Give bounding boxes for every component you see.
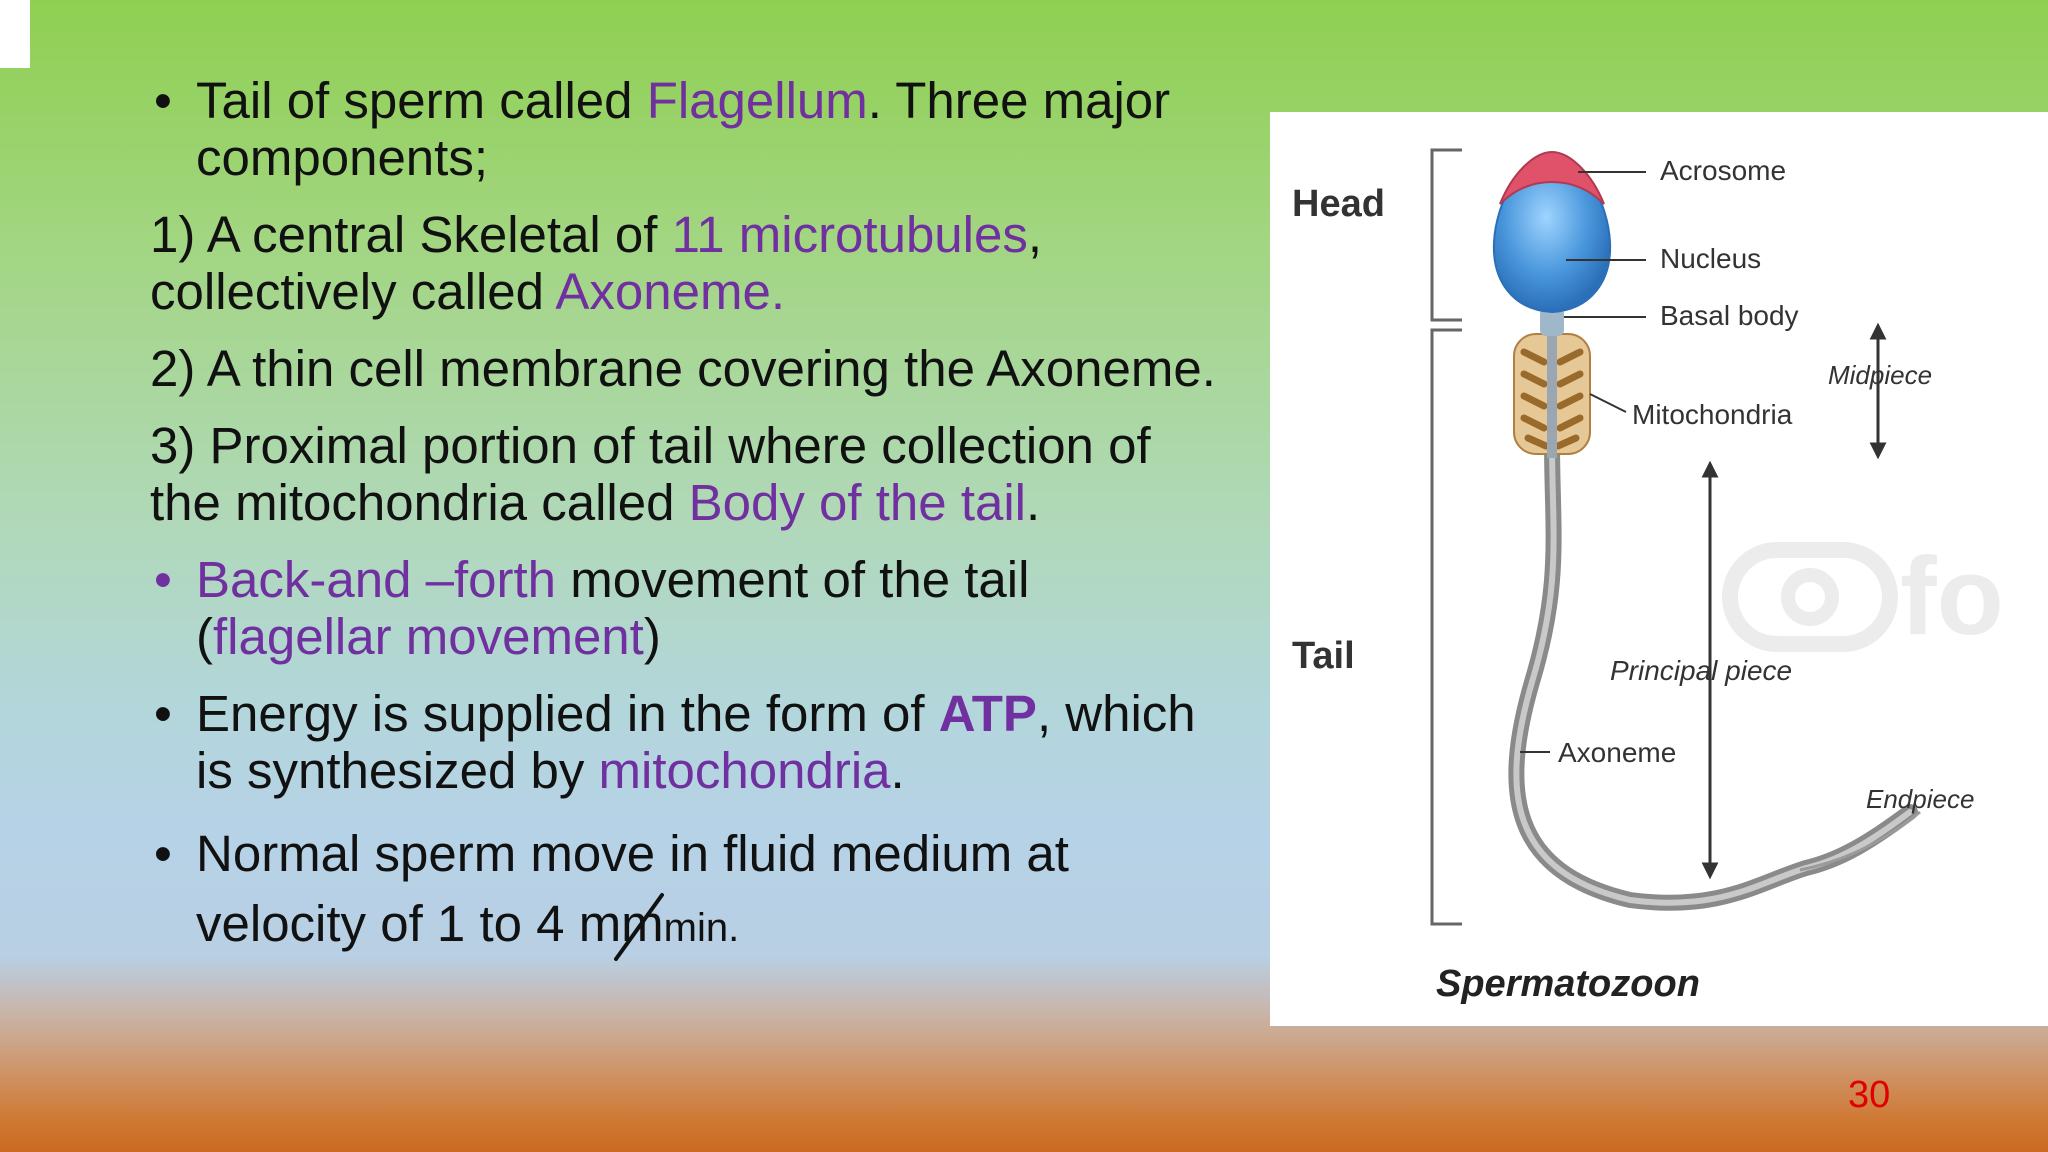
principal-piece-label: Principal piece	[1610, 655, 1792, 686]
mitochondria-sheath	[1513, 330, 1591, 458]
axoneme-label: Axoneme	[1558, 737, 1676, 768]
item1-highlight-axoneme: Axoneme.	[555, 263, 785, 320]
watermark-text: fo	[1900, 535, 2004, 658]
slide-body: • Tail of sperm called Flagellum. Three …	[150, 72, 1230, 983]
spermatozoon-diagram: fo Head Tail	[1292, 148, 2004, 1005]
acrosome-label: Acrosome	[1660, 155, 1786, 186]
bullet1-highlight: Flagellum	[646, 72, 868, 129]
unit-slash	[613, 893, 664, 961]
bullet3-atp: ATP	[938, 685, 1037, 742]
unit-mm: mm	[578, 889, 664, 961]
figure-caption: Spermatozoon	[1436, 963, 1700, 1005]
bullet1-rest: . Three major components;	[196, 72, 1171, 186]
unit-min: min.	[663, 906, 740, 950]
item3-highlight: Body of the tail	[688, 474, 1027, 531]
bullet2-highlight: Back-and –forth	[196, 551, 557, 608]
endpiece-line	[1799, 810, 1921, 872]
principal-piece-arrow	[1701, 460, 1719, 880]
bullet3-text: Energy is supplied in the form of	[196, 685, 939, 742]
head-bracket	[1430, 148, 1462, 322]
bullet-energy: • Energy is supplied in the form of ATP,…	[150, 685, 1230, 799]
item1-text: 1) A central Skeletal of	[150, 206, 672, 263]
bullet2-rest: )	[643, 608, 661, 665]
bullet-velocity: • Normal sperm move in fluid medium at v…	[150, 819, 1230, 963]
tail-label: Tail	[1292, 635, 1355, 677]
item3-text: 3) Proximal portion of tail where collec…	[150, 417, 1151, 531]
item1-text-2: , collectively called	[150, 206, 1043, 320]
bullet-dot: •	[154, 72, 172, 129]
bullet2-highlight-2: flagellar movement	[212, 608, 644, 665]
item-axoneme: 1) A central Skeletal of 11 microtubules…	[150, 206, 1230, 320]
bullet4-text: Normal sperm move in fluid medium at vel…	[196, 825, 1069, 952]
unit-mm-text: mm	[578, 895, 664, 952]
tail-bracket	[1430, 328, 1462, 926]
item-membrane: 2) A thin cell membrane covering the Axo…	[150, 340, 1230, 397]
bullet-dot: •	[154, 551, 172, 608]
acrosome-shape	[1499, 150, 1605, 205]
bullet3-rest: .	[890, 742, 905, 799]
bullet-dot: •	[154, 825, 172, 882]
midpiece-arrow	[1869, 322, 1887, 460]
item-body-of-tail: 3) Proximal portion of tail where collec…	[150, 417, 1230, 531]
bullet3-text-2: , which is synthesized by	[196, 685, 1196, 799]
spermatozoon-figure: fo Head Tail	[1270, 112, 2048, 1026]
midpiece-label: Midpiece	[1828, 360, 1932, 390]
watermark: fo	[1722, 535, 2004, 658]
basal-body	[1540, 308, 1564, 336]
item2-text: 2) A thin cell membrane covering the Axo…	[150, 340, 1216, 397]
endpiece-label: Endpiece	[1866, 784, 1974, 814]
bullet3-highlight: mitochondria	[598, 742, 891, 799]
bullet2-text: movement of the tail (	[196, 551, 1030, 665]
bullet-movement: • Back-and –forth movement of the tail (…	[150, 551, 1230, 665]
item1-highlight-microtubules: 11 microtubules	[671, 206, 1028, 263]
corner-marker	[0, 0, 30, 68]
head-label: Head	[1292, 183, 1385, 225]
basal-body-label: Basal body	[1660, 300, 1799, 331]
nucleus-label: Nucleus	[1660, 243, 1761, 274]
page-number: 30	[1848, 1074, 1891, 1116]
bullet-flagellum: • Tail of sperm called Flagellum. Three …	[150, 72, 1230, 186]
mitochondria-label: Mitochondria	[1632, 399, 1793, 430]
bullet-dot: •	[154, 685, 172, 742]
bullet1-text: Tail of sperm called	[196, 72, 647, 129]
item3-rest: .	[1026, 474, 1041, 531]
